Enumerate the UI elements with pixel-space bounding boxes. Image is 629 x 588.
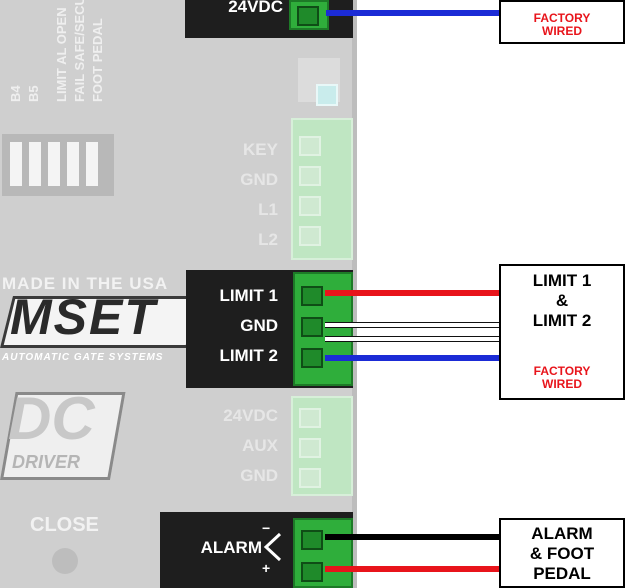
- limit-box-line1: LIMIT 1: [532, 271, 592, 290]
- limit-box-line2: &: [555, 291, 569, 310]
- alarm-switch-symbol: [263, 532, 282, 562]
- aux-ghost-terminal-block: [291, 396, 353, 496]
- ghost-pin-l1: [299, 196, 321, 216]
- alarm-terminal-block: [293, 518, 353, 588]
- aux-ghost-pin-3: [299, 468, 321, 488]
- dip-label-b4: B4: [8, 85, 23, 102]
- dip-label-fail-safe: FAIL SAFE/SECURE: [72, 0, 87, 102]
- mset-logo-text: MSET: [10, 289, 157, 345]
- terminal-label-l1: L1: [258, 200, 278, 219]
- top-terminal-pin: [297, 6, 319, 26]
- aux-ghost-pin-1: [299, 408, 321, 428]
- top-factory-note-line1: FACTORY: [533, 11, 591, 25]
- top-terminal-block: [289, 0, 329, 30]
- limit1-red-wire: [325, 290, 500, 296]
- alarm-callout-box: ALARM & FOOT PEDAL: [499, 518, 625, 588]
- limit-callout-box: LIMIT 1 & LIMIT 2 FACTORY WIRED: [499, 264, 625, 400]
- limit2-blue-wire: [325, 355, 500, 361]
- limit-box-line3: LIMIT 2: [532, 311, 592, 330]
- aux-ghost-pin-2: [299, 438, 321, 458]
- alarm-label: ALARM: [200, 538, 262, 557]
- aux-label: AUX: [242, 436, 278, 455]
- alarm-minus-pin: [301, 530, 323, 550]
- ghost-pin-l2: [299, 226, 321, 246]
- top-blue-wire: [326, 10, 500, 16]
- limit-factory-note-line2: WIRED: [542, 377, 582, 391]
- dip-switch-5: [86, 142, 98, 186]
- limit-gnd-white-wire-2: [325, 336, 500, 342]
- dip-label-b5: B5: [26, 85, 41, 102]
- tagline-text: AUTOMATIC GATE SYSTEMS: [2, 352, 164, 363]
- alarm-box-line2: & FOOT: [529, 544, 595, 563]
- made-in-usa-text: MADE IN THE USA: [2, 274, 169, 293]
- limit1-label: LIMIT 1: [219, 286, 278, 305]
- dip-label-limit-al-open: LIMIT AL OPEN: [54, 7, 69, 102]
- dc-logo-text: DC: [8, 385, 95, 452]
- close-label: CLOSE: [30, 514, 99, 536]
- limit-gnd-label: GND: [240, 316, 278, 335]
- limit-gnd-pin: [301, 317, 323, 337]
- alarm-box-line3: PEDAL: [533, 564, 591, 583]
- dip-switch-2: [29, 142, 41, 186]
- dip-label-foot-pedal: FOOT PEDAL: [90, 18, 105, 102]
- terminal-label-gnd: GND: [240, 170, 278, 189]
- alarm-minus-sign: −: [262, 520, 271, 536]
- dc-logo-sub: DRIVER: [12, 452, 81, 472]
- limit2-label: LIMIT 2: [219, 346, 278, 365]
- limit1-pin: [301, 286, 323, 306]
- limit2-pin: [301, 348, 323, 368]
- top-factory-wired-box: FACTORY WIRED: [499, 0, 625, 44]
- terminal-label-l2: L2: [258, 230, 278, 249]
- dip-switch-4: [67, 142, 79, 186]
- status-led: [316, 84, 338, 106]
- alarm-red-wire: [325, 566, 500, 572]
- alarm-plus-sign: +: [262, 560, 271, 576]
- limit-gnd-white-wire: [325, 322, 500, 328]
- alarm-plus-pin: [301, 562, 323, 582]
- alarm-box-line1: ALARM: [531, 524, 593, 543]
- limit-terminal-block: [293, 272, 353, 386]
- alarm-black-wire: [325, 534, 500, 540]
- top-connector-label: 24VDC: [228, 0, 283, 16]
- ghost-terminal-block: [291, 118, 353, 260]
- top-factory-note-line2: WIRED: [542, 24, 582, 38]
- limit-box-spacer: [501, 331, 623, 365]
- dip-switch-3: [48, 142, 60, 186]
- close-button-indicator: [52, 548, 78, 574]
- ghost-pin-gnd: [299, 166, 321, 186]
- ghost-pin-key: [299, 136, 321, 156]
- aux-gnd-label: GND: [240, 466, 278, 485]
- terminal-label-key: KEY: [243, 140, 278, 159]
- limit-factory-note-line1: FACTORY: [533, 364, 591, 378]
- aux-24vdc-label: 24VDC: [223, 406, 278, 425]
- dip-switch-1: [10, 142, 22, 186]
